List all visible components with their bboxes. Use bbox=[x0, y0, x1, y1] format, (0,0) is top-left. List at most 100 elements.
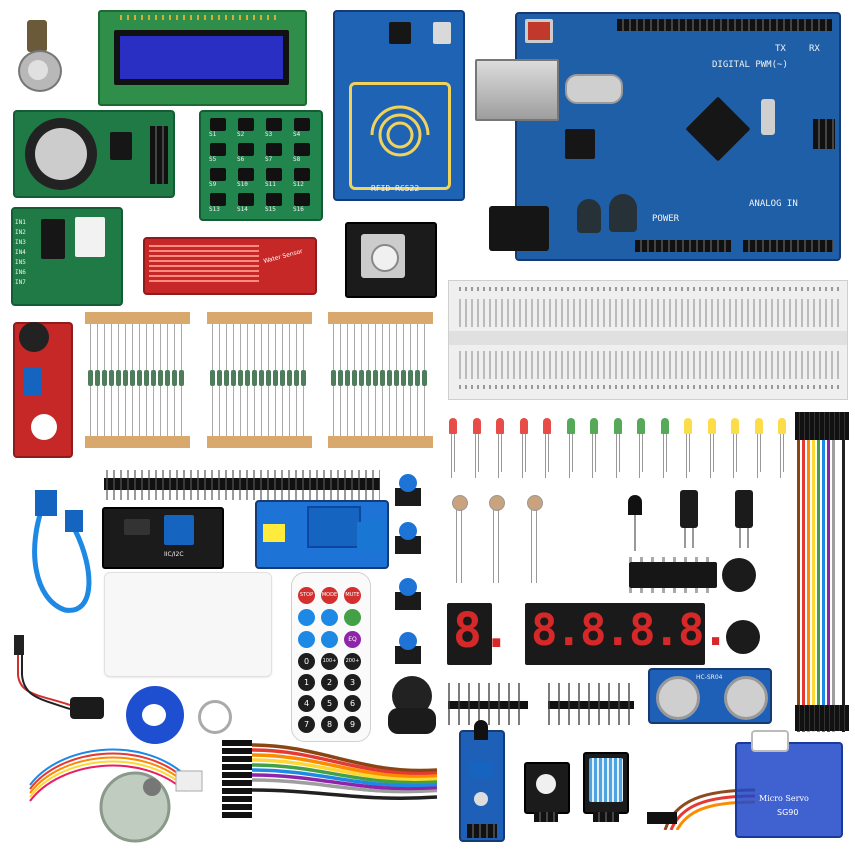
pin-header-strip bbox=[104, 470, 380, 500]
tactile-cap bbox=[399, 522, 417, 540]
keypad-key-label: S12 bbox=[293, 181, 304, 188]
remote-button-number: 4 bbox=[298, 695, 315, 712]
keypad-key-cap bbox=[294, 168, 310, 181]
resistor-body bbox=[102, 370, 107, 386]
resistor-body bbox=[252, 370, 257, 386]
led bbox=[471, 418, 483, 480]
jumper-wire bbox=[832, 412, 835, 732]
remote-button-number: 100+ bbox=[321, 653, 338, 670]
resistor-body bbox=[144, 370, 149, 386]
keypad-key: S9 bbox=[207, 168, 229, 188]
led-lead bbox=[501, 434, 502, 472]
remote-button-number: 6 bbox=[344, 695, 361, 712]
led-dome bbox=[449, 418, 457, 434]
led-dome bbox=[660, 418, 669, 434]
resistor-body bbox=[366, 370, 371, 386]
keypad-key-label: S8 bbox=[293, 156, 301, 163]
coin-battery-holder bbox=[25, 118, 97, 190]
led bbox=[447, 418, 459, 480]
ribbon-wire bbox=[251, 758, 438, 782]
keypad-key-label: S15 bbox=[265, 206, 276, 213]
resistor-body bbox=[130, 370, 135, 386]
rfid-card bbox=[104, 572, 272, 677]
keypad-key-label: S10 bbox=[237, 181, 248, 188]
seven-segment-single: 8. bbox=[447, 603, 511, 665]
uln-pin-label: IN3 bbox=[15, 239, 26, 246]
led-dome bbox=[778, 418, 786, 434]
ldr-head bbox=[489, 495, 505, 511]
microphone bbox=[19, 322, 49, 352]
keypad-key-cap bbox=[266, 193, 282, 206]
led-dome bbox=[519, 418, 528, 434]
seven-segment-quad: 8.8.8.8. bbox=[525, 603, 729, 665]
ribbon-wire-connector bbox=[222, 796, 252, 802]
keypad-key-label: S14 bbox=[237, 206, 248, 213]
keypad-key: S5 bbox=[207, 143, 229, 163]
ribbon-wire bbox=[251, 768, 438, 788]
arduino-uno-board: DIGITAL PWM(~) TX RX POWER ANALOG IN bbox=[475, 12, 841, 261]
keypad-key-cap bbox=[210, 193, 226, 206]
breadboard bbox=[448, 280, 848, 400]
led-lead bbox=[733, 434, 734, 478]
remote-button-top: STOP bbox=[298, 587, 315, 604]
remote-button-media bbox=[344, 609, 361, 626]
seven-seg-quad-digits: 8.8.8.8. bbox=[531, 605, 729, 656]
stepper-motor-with-cable bbox=[29, 748, 203, 843]
resistor-body bbox=[359, 370, 364, 386]
jumper-wire bbox=[802, 412, 805, 732]
resistor-body bbox=[137, 370, 142, 386]
uln-pin-label: IN4 bbox=[15, 249, 26, 256]
resistor-body bbox=[294, 370, 299, 386]
servo-motor-sg90: Micro Servo SG90 bbox=[645, 730, 843, 840]
led-lead bbox=[759, 434, 761, 472]
led bbox=[776, 418, 788, 480]
led bbox=[588, 418, 600, 480]
resistor-body bbox=[123, 370, 128, 386]
remote-button-vol bbox=[298, 631, 315, 648]
ribbon-wire bbox=[251, 778, 438, 794]
resistor-tape-top bbox=[85, 312, 190, 324]
ribbon-wire-connector bbox=[222, 748, 252, 754]
keypad-key: S7 bbox=[263, 143, 285, 163]
remote-button-number: 5 bbox=[321, 695, 338, 712]
analog-header bbox=[743, 240, 833, 252]
jumper-wire bbox=[822, 412, 825, 732]
uln-pin-label: IN2 bbox=[15, 229, 26, 236]
resistor-tape-bottom bbox=[207, 436, 312, 448]
led-lead bbox=[498, 434, 499, 478]
relay-module bbox=[255, 500, 389, 569]
rtc-ds1302-module bbox=[13, 110, 175, 198]
tactile-base bbox=[395, 646, 421, 664]
keypad-key-label: S3 bbox=[265, 131, 273, 138]
rfid-keyfob bbox=[126, 686, 236, 744]
tactile-cap bbox=[399, 474, 417, 492]
ultrasonic-sensor: HC-SR04 bbox=[648, 668, 772, 724]
keypad-key-label: S9 bbox=[209, 181, 217, 188]
resistor-body bbox=[172, 370, 177, 386]
buzzer-passive bbox=[726, 620, 760, 654]
ribbon-jumper-wires bbox=[222, 740, 438, 818]
keypad-key-cap bbox=[238, 143, 254, 156]
led bbox=[518, 418, 530, 480]
pin-header-a bbox=[448, 683, 528, 725]
rx-label: RX bbox=[809, 44, 820, 54]
resistor-body bbox=[273, 370, 278, 386]
keypad-key-label: S16 bbox=[293, 206, 304, 213]
resistor-body bbox=[95, 370, 100, 386]
resistor-body bbox=[422, 370, 427, 386]
led-lead bbox=[477, 434, 479, 472]
led-lead bbox=[524, 434, 526, 472]
led-lead bbox=[756, 434, 758, 478]
resistor-body bbox=[179, 370, 184, 386]
led-lead bbox=[592, 434, 593, 478]
keypad-key-label: S13 bbox=[209, 206, 220, 213]
resistor-body bbox=[373, 370, 378, 386]
led bbox=[635, 418, 647, 480]
resistor-body bbox=[259, 370, 264, 386]
keypad-key: S6 bbox=[235, 143, 257, 163]
crystal bbox=[565, 74, 623, 104]
led-lead bbox=[615, 434, 617, 478]
keypad-key: S16 bbox=[291, 193, 313, 213]
resistor-body bbox=[116, 370, 121, 386]
